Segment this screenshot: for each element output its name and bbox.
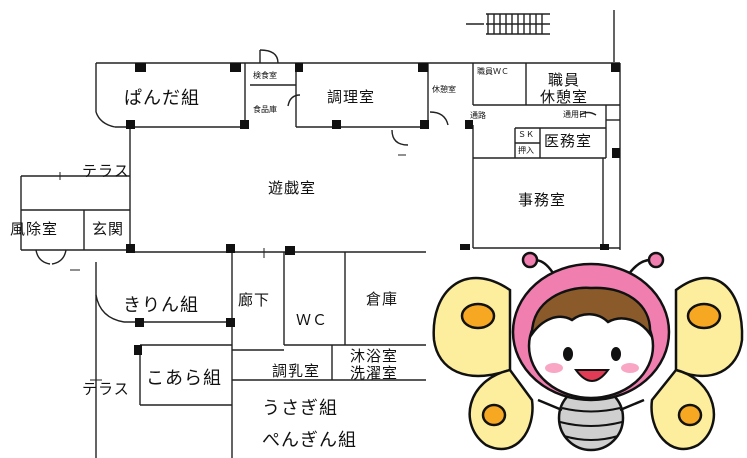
room-corridor: 廊下: [238, 291, 271, 309]
room-storeroom: 倉庫: [366, 290, 399, 308]
butterfly-character-icon: [426, 250, 747, 458]
room-usagi: うさぎ組: [262, 398, 338, 419]
room-staff-wc: 職員ＷＣ: [477, 67, 509, 76]
room-passage: 通路: [470, 111, 486, 120]
room-panda: ぱんだ組: [124, 88, 200, 109]
label-terrace-bottom: テラス: [82, 380, 130, 398]
room-storage-small: 押入: [518, 146, 534, 155]
room-staff-rest: 職員 休憩室: [540, 71, 589, 107]
room-medical: 医務室: [544, 132, 593, 150]
room-formula: 調乳室: [272, 362, 321, 380]
room-playroom: 遊戯室: [268, 179, 317, 197]
label-terrace-top: テラス: [82, 162, 130, 180]
room-windbreak: 風除室: [10, 220, 59, 238]
room-service-entrance: 通用口: [563, 110, 587, 119]
room-pantry: 食品庫: [253, 105, 277, 114]
room-wc: ＷＣ: [296, 311, 329, 329]
room-entrance: 玄関: [92, 220, 125, 238]
room-penguin: ぺんぎん組: [262, 430, 357, 451]
room-sk: ＳＫ: [518, 130, 534, 139]
room-kirin: きりん組: [123, 295, 199, 316]
room-kitchen: 調理室: [327, 88, 376, 106]
stairs: [466, 13, 550, 35]
butterfly-illustration: [432, 251, 744, 452]
room-koala: こあら組: [146, 368, 222, 389]
room-rest-small: 休憩室: [432, 85, 456, 94]
room-inspection: 検食室: [253, 71, 277, 80]
room-bath-laundry: 沐浴室 洗濯室: [350, 347, 399, 382]
room-office: 事務室: [518, 191, 567, 209]
